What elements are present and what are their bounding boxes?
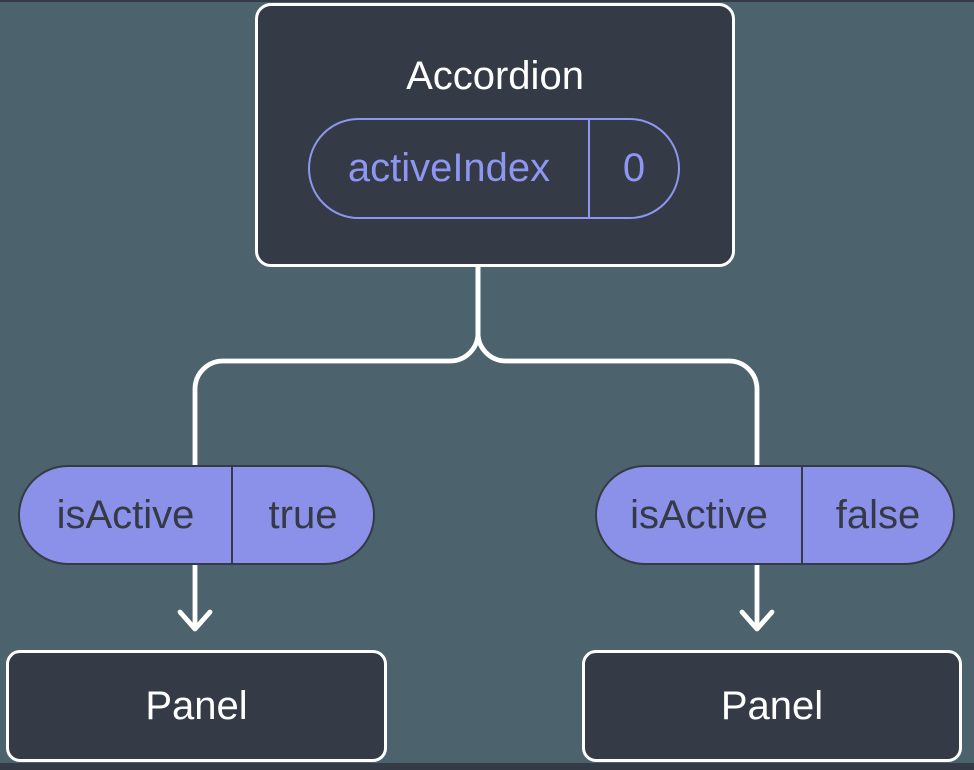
state-pill: activeIndex 0 bbox=[308, 118, 680, 219]
prop-pill-right: isActive false bbox=[595, 465, 955, 565]
connector-left-branch bbox=[192, 257, 481, 473]
accordion-node-title: Accordion bbox=[406, 54, 584, 98]
prop-value-label: true bbox=[268, 492, 338, 537]
state-value-label: 0 bbox=[622, 146, 646, 190]
panel-node-title: Panel bbox=[145, 683, 248, 728]
panel-node-right: Panel bbox=[582, 650, 962, 762]
bottom-crop-strip bbox=[0, 763, 974, 770]
state-name-label: activeIndex bbox=[310, 120, 590, 217]
prop-value-label: false bbox=[835, 492, 921, 537]
top-crop-strip bbox=[0, 0, 974, 2]
panel-node-left: Panel bbox=[6, 650, 387, 762]
connector-right-branch bbox=[475, 257, 760, 473]
prop-pill-left: isActive true bbox=[18, 465, 375, 565]
accordion-node: Accordion activeIndex 0 bbox=[255, 3, 735, 267]
prop-name-label: isActive bbox=[20, 467, 233, 563]
panel-node-title: Panel bbox=[720, 683, 824, 728]
left-arrowhead-icon bbox=[177, 609, 213, 632]
prop-name-label: isActive bbox=[597, 467, 803, 563]
right-arrowhead-icon bbox=[739, 609, 775, 632]
